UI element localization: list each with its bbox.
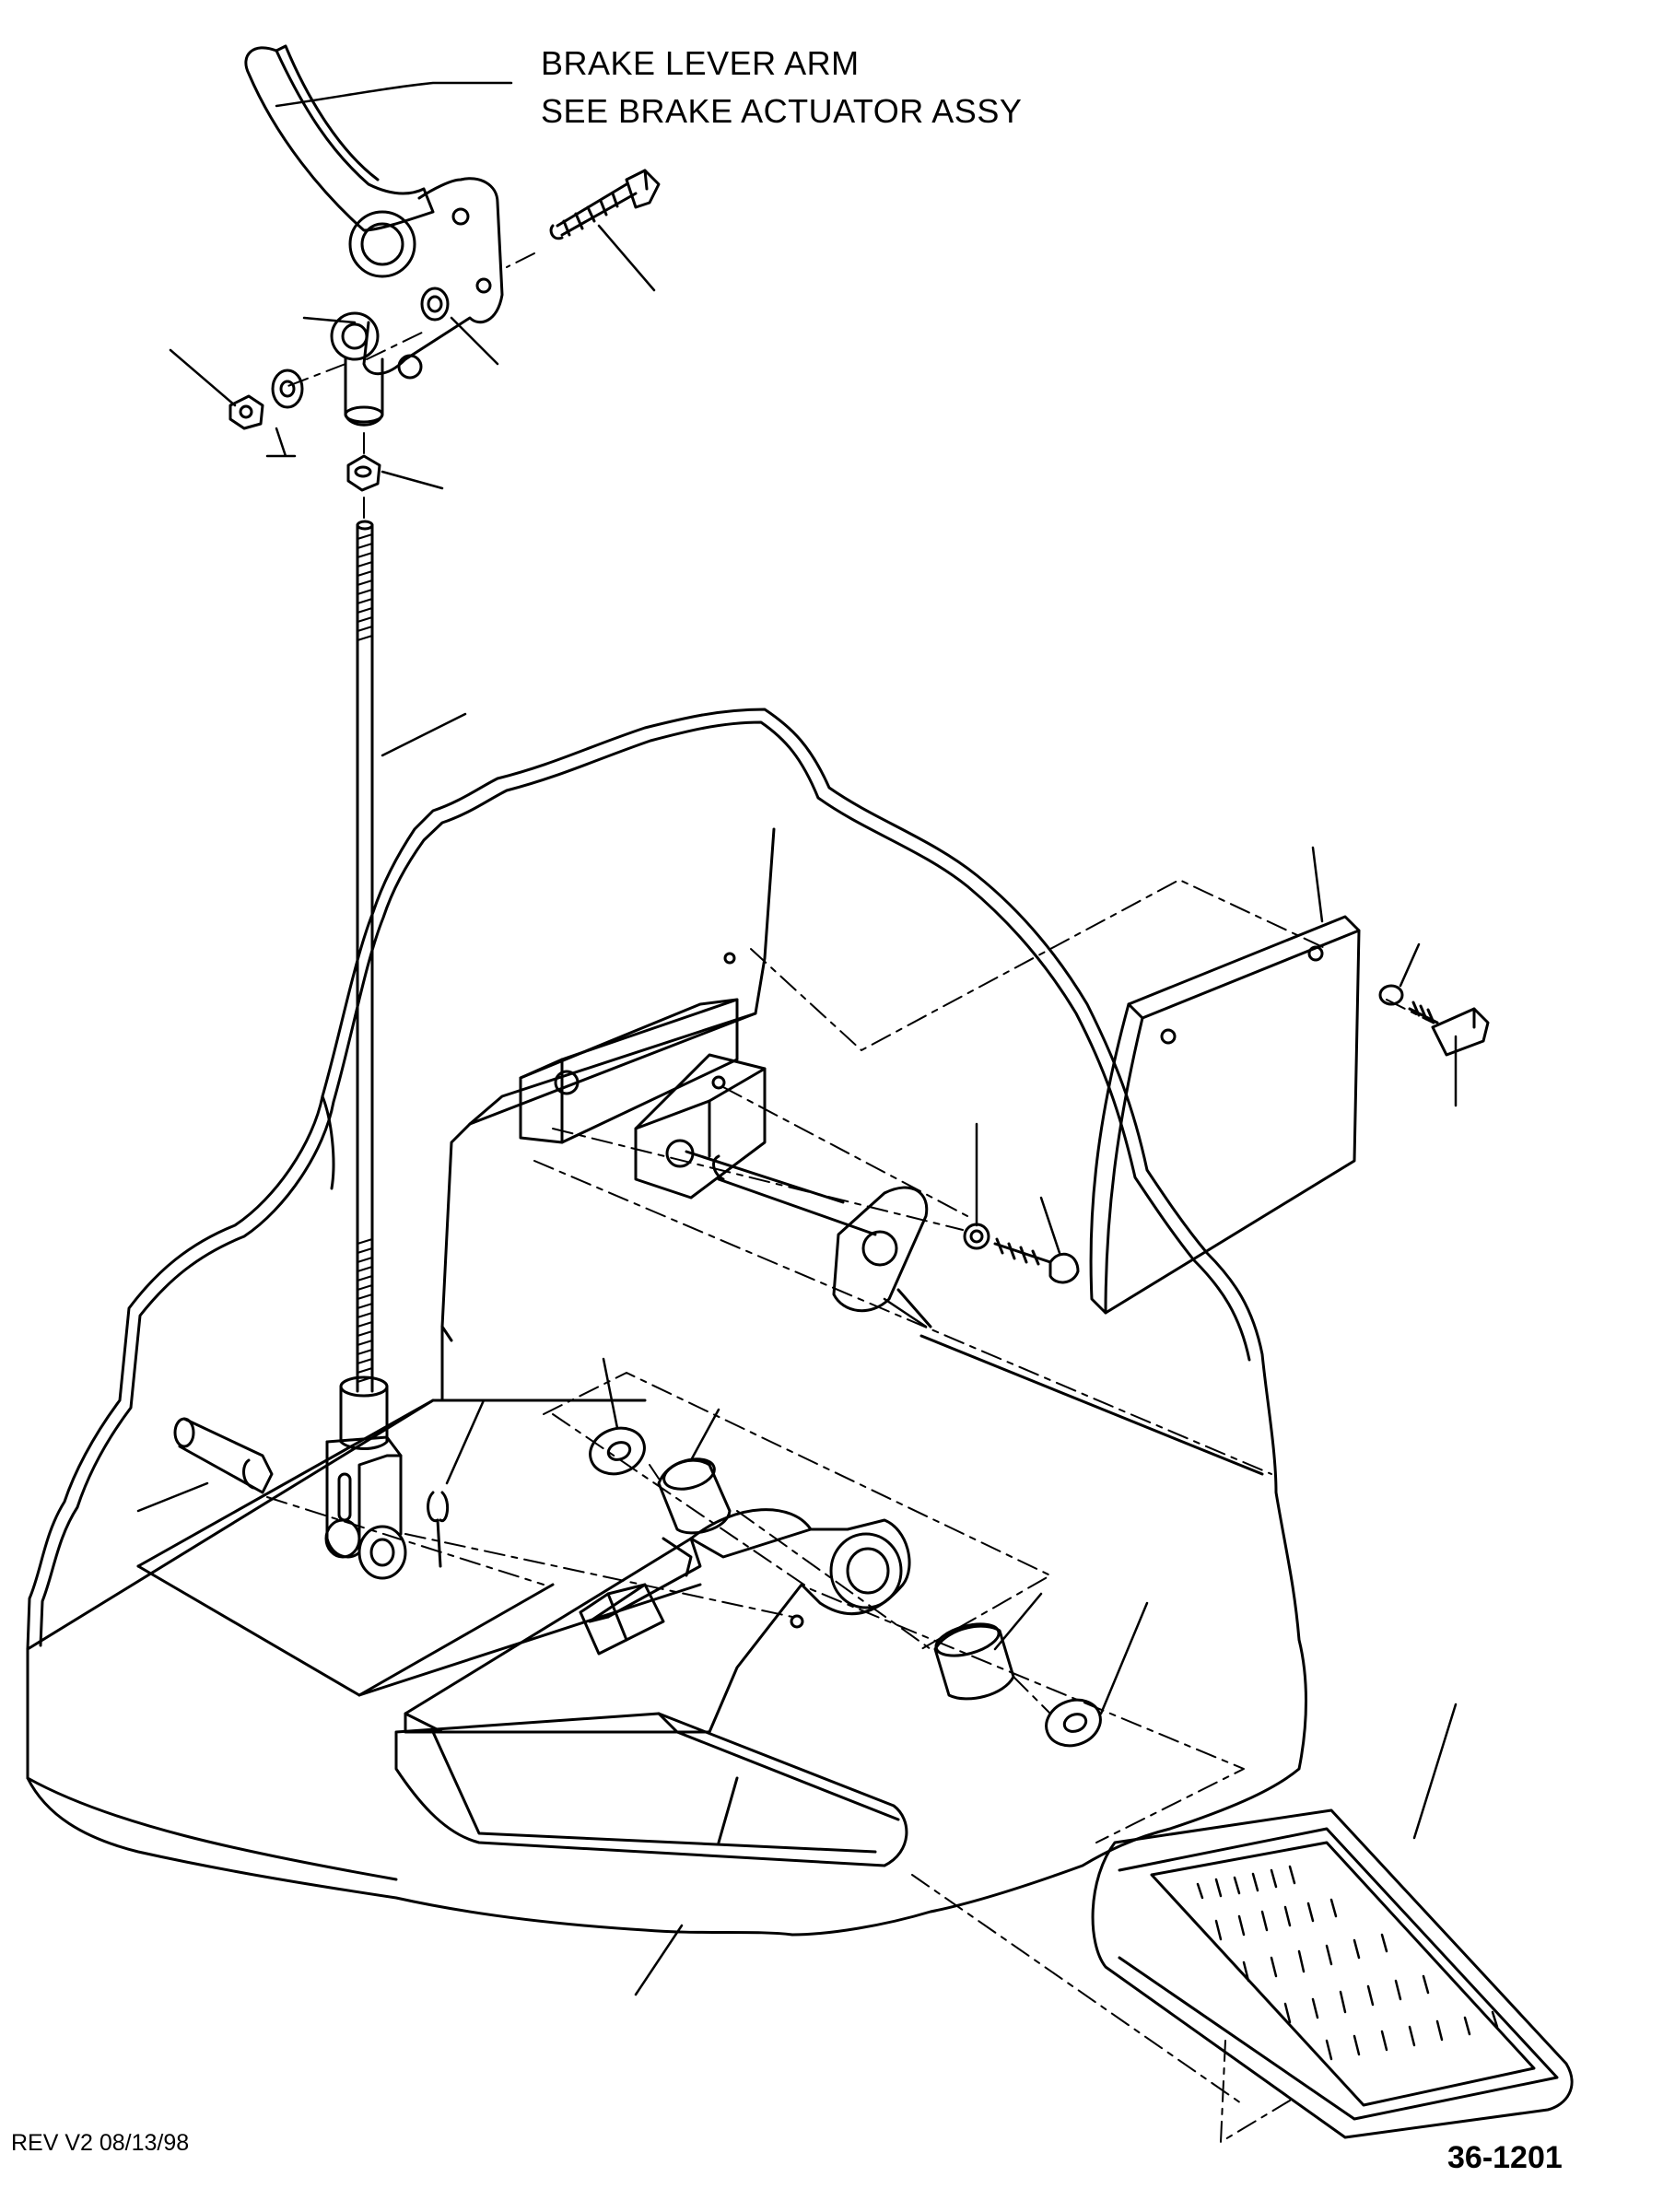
pedal-pad-tread <box>1196 1865 1499 2061</box>
pivot-bushing-left <box>657 1457 732 1535</box>
lever-nut <box>420 287 450 322</box>
floor-cutaway-outline <box>26 708 1307 1937</box>
callout-see-brake-actuator: SEE BRAKE ACTUATOR ASSY <box>541 92 1023 130</box>
assembly-centerlines <box>266 252 1434 2143</box>
leader-lines <box>136 81 1458 1996</box>
pivot-washer-left <box>589 1426 646 1476</box>
brake-pedal-arm <box>404 1508 911 1734</box>
revision-label: REV V2 08/13/98 <box>11 2130 190 2156</box>
pivot-bushing-right <box>933 1622 1015 1701</box>
clevis-pin <box>173 1417 274 1494</box>
cover-plate-screw <box>1378 984 1490 1057</box>
rod-end-clevis <box>330 311 384 427</box>
mounting-bracket <box>519 952 767 1200</box>
pedal-pad-rubber <box>1091 1808 1574 2139</box>
jam-nut <box>346 454 381 492</box>
pedal-pad-base <box>394 1712 908 1867</box>
floor-slab <box>26 827 1264 1881</box>
lower-clevis <box>324 1375 407 1580</box>
brake-rod <box>356 520 374 1393</box>
brake-lever-arm <box>244 44 504 380</box>
pivot-washer-right <box>1045 1698 1102 1748</box>
bolt-lower-plate <box>963 1223 1080 1284</box>
cover-plate <box>1089 915 1361 1315</box>
rod-end-bolt-washer <box>271 369 304 409</box>
cotter-pin <box>427 1491 450 1568</box>
lever-bolt <box>549 169 661 240</box>
callout-brake-lever-arm: BRAKE LEVER ARM <box>541 44 860 82</box>
rod-end-nut <box>228 394 264 430</box>
drawing-number: 36-1201 <box>1447 2140 1563 2175</box>
